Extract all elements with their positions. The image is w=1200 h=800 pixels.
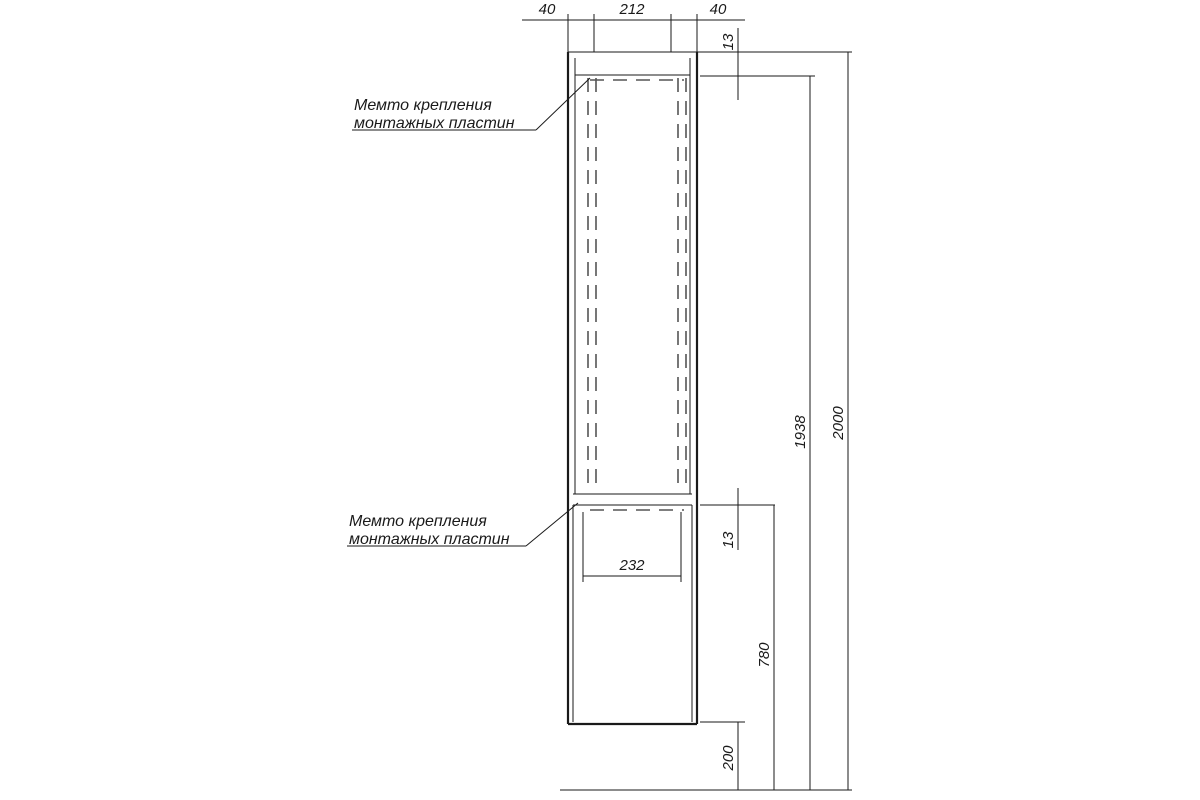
annotation-top-line1: Мемто крепления	[354, 97, 492, 114]
dim-inner-width: 212	[618, 1, 645, 18]
right-dimensions: 13 13 780 200 1938 2000	[560, 28, 852, 791]
inner-width-dimension: 232	[582, 512, 682, 582]
annotation-middle-line2: монтажных пластин	[349, 531, 510, 548]
top-dimensions: 40 212 40	[522, 1, 745, 52]
dim-top-offset: 13	[720, 33, 737, 50]
dim-door-height: 780	[756, 642, 773, 668]
annotation-top: Мемто крепления монтажных пластин	[352, 77, 591, 132]
dim-upper-height: 1938	[792, 415, 809, 449]
annotation-middle-line1: Мемто крепления	[349, 513, 487, 530]
hidden-lines	[587, 78, 687, 511]
cabinet-outline	[566, 51, 699, 726]
dim-floor-clearance: 200	[720, 745, 737, 772]
annotation-middle: Мемто крепления монтажных пластин	[347, 502, 579, 548]
dim-middle-offset: 13	[720, 531, 737, 548]
dim-bottom-inner-width: 232	[618, 557, 645, 574]
annotation-top-line2: монтажных пластин	[354, 115, 515, 132]
dim-total-height: 2000	[830, 406, 847, 441]
dim-left-wall: 40	[539, 1, 556, 18]
dim-right-wall: 40	[710, 1, 727, 18]
